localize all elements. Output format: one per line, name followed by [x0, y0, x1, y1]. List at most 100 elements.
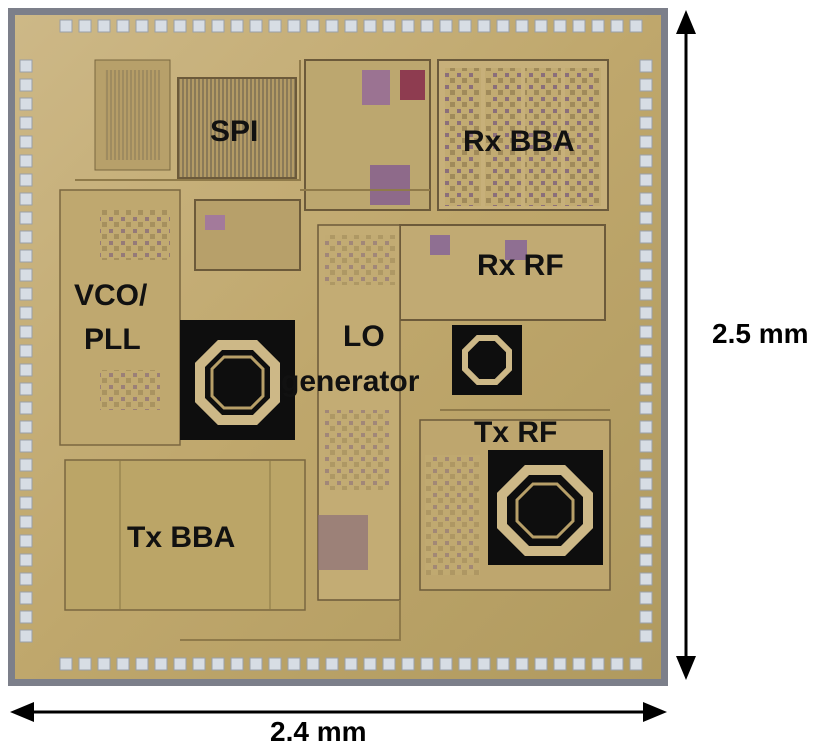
bond-pad: [19, 192, 33, 206]
bond-pad: [230, 657, 244, 671]
bond-pad: [382, 19, 396, 33]
bond-pad: [639, 344, 653, 358]
bond-pad: [639, 610, 653, 624]
bond-pad: [287, 19, 301, 33]
bond-pad: [629, 657, 643, 671]
bond-pad: [591, 657, 605, 671]
label-vco-pll-line2: PLL: [84, 323, 141, 356]
bond-pad: [19, 287, 33, 301]
bond-pad: [306, 19, 320, 33]
bond-pad: [19, 78, 33, 92]
bond-pad: [639, 78, 653, 92]
bond-pad: [591, 19, 605, 33]
bond-pad: [78, 657, 92, 671]
label-height: 2.5 mm: [712, 318, 809, 349]
bond-pad: [19, 496, 33, 510]
bond-pad: [496, 657, 510, 671]
bond-pad: [135, 19, 149, 33]
tx-bba-block: [64, 459, 306, 611]
bond-pad: [192, 19, 206, 33]
bond-pad: [19, 211, 33, 225]
bond-pad: [19, 135, 33, 149]
bond-pad: [477, 657, 491, 671]
bond-pad: [401, 657, 415, 671]
bond-pad: [639, 477, 653, 491]
bond-pad: [325, 657, 339, 671]
bond-pad: [639, 515, 653, 529]
bond-pad: [639, 135, 653, 149]
bond-pad: [97, 657, 111, 671]
bond-pad: [268, 657, 282, 671]
bond-pad: [19, 458, 33, 472]
bond-pad: [59, 19, 73, 33]
bond-pad: [553, 19, 567, 33]
bond-pad: [401, 19, 415, 33]
bond-pad: [639, 572, 653, 586]
bond-pad: [496, 19, 510, 33]
bond-pad: [639, 192, 653, 206]
bond-pad: [639, 306, 653, 320]
bond-pad: [639, 420, 653, 434]
label-tx-bba: Tx BBA: [127, 521, 236, 554]
bond-pads: [19, 19, 653, 671]
label-vco-pll-line1: VCO/: [74, 279, 148, 312]
bond-pad: [325, 19, 339, 33]
bond-pad: [639, 249, 653, 263]
bond-pad: [97, 19, 111, 33]
bond-pad: [439, 657, 453, 671]
bond-pad: [534, 657, 548, 671]
bond-pad: [19, 477, 33, 491]
bond-pad: [639, 325, 653, 339]
rx-inductor: [452, 325, 522, 395]
bond-pad: [572, 657, 586, 671]
bond-pad: [639, 287, 653, 301]
bond-pad: [515, 657, 529, 671]
bond-pad: [173, 657, 187, 671]
label-width: 2.4 mm: [270, 716, 367, 747]
bond-pad: [19, 610, 33, 624]
bond-pad: [19, 325, 33, 339]
bond-pad: [19, 629, 33, 643]
bond-pad: [458, 657, 472, 671]
bond-pad: [639, 382, 653, 396]
bond-pad: [19, 439, 33, 453]
bond-pad: [639, 211, 653, 225]
bond-pad: [78, 19, 92, 33]
label-lo-line1: LO: [343, 320, 385, 353]
label-lo-line2: generator: [281, 365, 420, 398]
bond-pad: [344, 657, 358, 671]
bond-pad: [515, 19, 529, 33]
bond-pad: [553, 657, 567, 671]
bond-pad: [19, 344, 33, 358]
bond-pad: [19, 515, 33, 529]
label-spi: SPI: [210, 115, 259, 148]
bond-pad: [610, 19, 624, 33]
bond-pad: [420, 19, 434, 33]
label-tx-rf: Tx RF: [474, 416, 558, 449]
bond-pad: [534, 19, 548, 33]
bond-pad: [572, 19, 586, 33]
spi-block: [177, 77, 297, 179]
bond-pad: [19, 306, 33, 320]
bond-pad: [19, 382, 33, 396]
width-dimension-arrow: [10, 702, 667, 722]
bond-pad: [19, 553, 33, 567]
label-rx-bba: Rx BBA: [463, 125, 575, 158]
bond-pad: [173, 19, 187, 33]
label-rx-rf: Rx RF: [477, 249, 564, 282]
bond-pad: [19, 591, 33, 605]
bond-pad: [19, 268, 33, 282]
bond-pad: [639, 458, 653, 472]
bond-pad: [154, 19, 168, 33]
bond-pad: [458, 19, 472, 33]
bond-pad: [268, 19, 282, 33]
bond-pad: [420, 657, 434, 671]
bond-pad: [211, 657, 225, 671]
bond-pad: [19, 249, 33, 263]
bond-pad: [19, 363, 33, 377]
bond-pad: [344, 19, 358, 33]
height-dimension-arrow: [676, 10, 696, 680]
bond-pad: [382, 657, 396, 671]
bond-pad: [19, 230, 33, 244]
